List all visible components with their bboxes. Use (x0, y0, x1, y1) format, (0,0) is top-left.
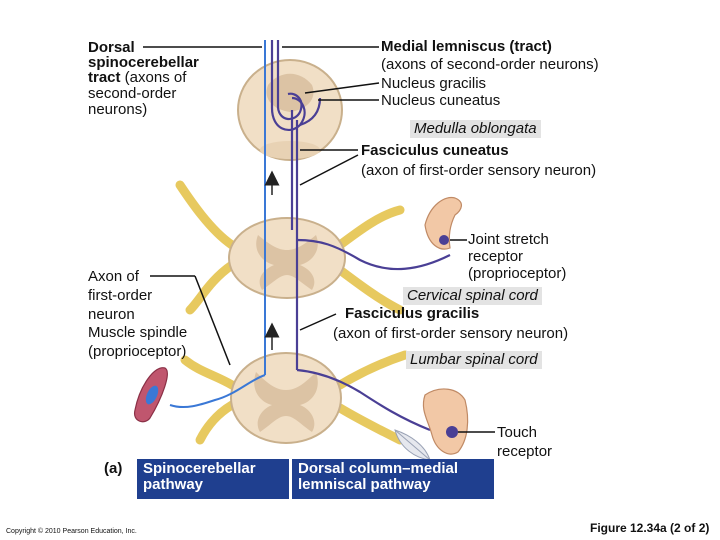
label-touch-1: Touch (497, 424, 538, 441)
label-dorsal-spino-1: Dorsal (88, 39, 135, 56)
label-dorsal-spino-3b: (axons of (120, 69, 187, 86)
dorsal-col-line-2: lemniscal pathway (298, 476, 431, 493)
label-lumbar: Lumbar spinal cord (406, 351, 542, 369)
label-leader-lines (143, 46, 495, 433)
label-dorsal-spino-5: neurons) (88, 101, 148, 118)
dorsal-column-pathway-box: Dorsal column–medial lemniscal pathway (292, 459, 494, 499)
label-medulla: Medulla oblongata (410, 120, 541, 138)
figure-caption: Figure 12.34a (2 of 2) (590, 521, 710, 535)
label-muscle-2: (proprioceptor) (88, 343, 187, 360)
lumbar-cord-section (230, 352, 342, 444)
label-medial-lemniscus: Medial lemniscus (tract) (381, 38, 552, 55)
spinal-nerves (175, 180, 410, 445)
label-axon-1: Axon of (88, 268, 139, 285)
label-panel-a: (a) (104, 460, 123, 477)
label-nucleus-gracilis: Nucleus gracilis (381, 75, 487, 92)
cervical-cord-section (228, 217, 346, 299)
label-axon-3: neuron (88, 306, 135, 323)
label-dorsal-spino-3a: tract (88, 69, 121, 86)
label-dorsal-spino-2: spinocerebellar (88, 54, 199, 71)
spinocerebellar-pathway-box: Spinocerebellar pathway (137, 459, 289, 499)
dorsal-col-line-1: Dorsal column–medial (298, 460, 459, 477)
label-dorsal-spino-3: tract (axons of (88, 70, 186, 86)
hand-illustration (424, 196, 462, 250)
label-dorsal-spino-4: second-order (88, 85, 177, 102)
label-fasciculus-cuneatus-sub: (axon of first-order sensory neuron) (361, 162, 597, 179)
label-muscle-1: Muscle spindle (88, 324, 188, 341)
dorsal-column-pathway-line (270, 40, 451, 432)
muscle-illustration (133, 367, 168, 423)
label-cervical: Cervical spinal cord (403, 287, 542, 305)
feather-icon (394, 429, 431, 461)
copyright-text: Copyright © 2010 Pearson Education, Inc. (6, 528, 137, 535)
label-joint-3: (proprioceptor) (468, 265, 567, 282)
label-fasciculus-gracilis-sub: (axon of first-order sensory neuron) (333, 325, 569, 342)
spinocerebellar-tract-line (169, 40, 266, 409)
label-fasciculus-cuneatus: Fasciculus cuneatus (361, 142, 509, 159)
label-joint-1: Joint stretch (468, 231, 549, 248)
foot-illustration (422, 388, 469, 455)
spino-path-line-2: pathway (143, 476, 204, 493)
label-medial-lemniscus-sub: (axons of second-order neurons) (381, 56, 599, 73)
spino-path-line-1: Spinocerebellar (143, 460, 256, 477)
label-nucleus-cuneatus: Nucleus cuneatus (381, 92, 501, 109)
label-joint-2: receptor (468, 248, 524, 265)
medulla-oblongata-section (237, 59, 343, 161)
label-touch-2: receptor (497, 443, 553, 460)
label-fasciculus-gracilis: Fasciculus gracilis (345, 305, 480, 322)
label-axon-2: first-order (88, 287, 153, 304)
